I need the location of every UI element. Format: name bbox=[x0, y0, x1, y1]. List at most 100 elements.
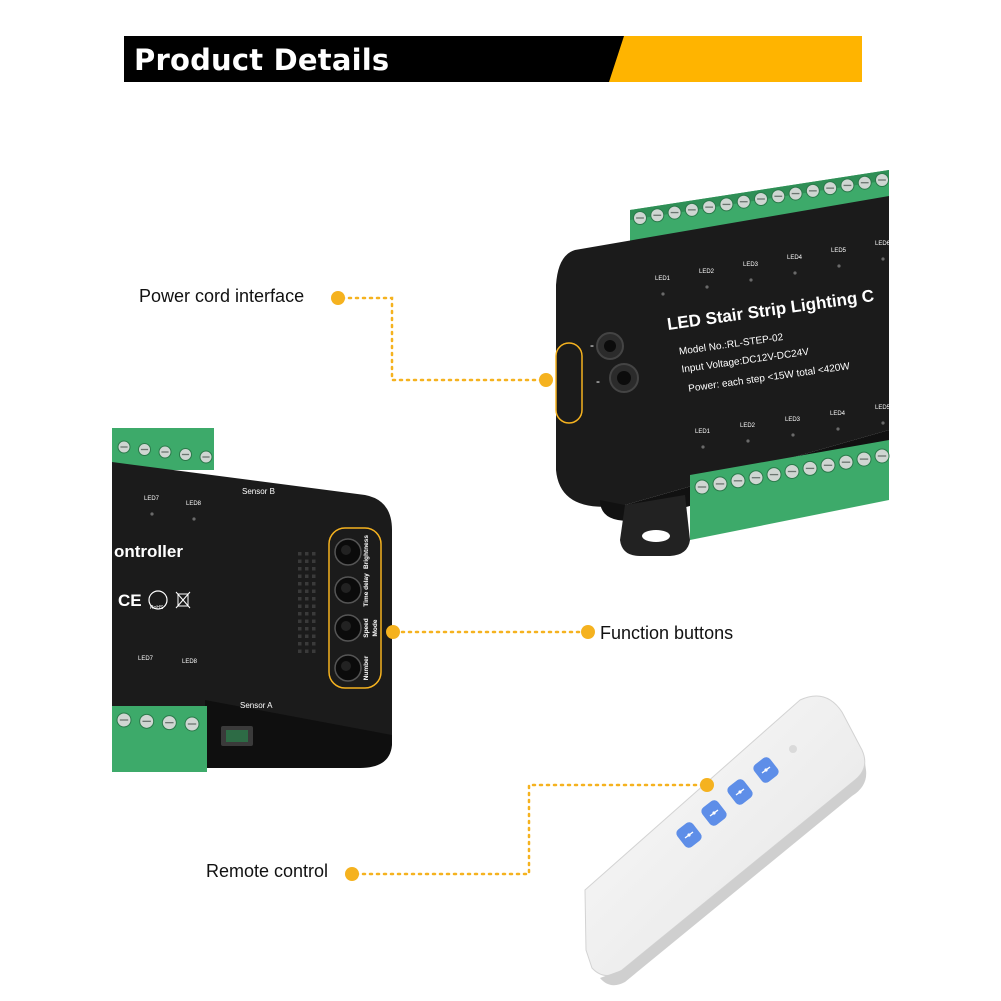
terminal-screw bbox=[823, 181, 838, 196]
sensor-a-port bbox=[221, 726, 253, 746]
terminal-screw bbox=[650, 208, 665, 223]
terminal-screw bbox=[802, 460, 818, 476]
terminal-strip-top-left bbox=[112, 428, 214, 470]
ce-mark: CE bbox=[118, 591, 142, 610]
led-indicator bbox=[836, 427, 840, 431]
svg-text:RoHS: RoHS bbox=[150, 605, 164, 611]
function-button-label: Brightness bbox=[363, 535, 370, 569]
number-button[interactable]: Number bbox=[334, 654, 370, 682]
time-delay-button[interactable]: Time delay bbox=[334, 573, 370, 607]
terminal-screw bbox=[719, 197, 734, 212]
mounting-tab bbox=[620, 495, 690, 556]
led-label: LED7 bbox=[144, 496, 160, 502]
led-indicator bbox=[150, 512, 154, 516]
callout-power-cord-interface: Power cord interface bbox=[139, 286, 305, 306]
led-indicator bbox=[192, 517, 196, 521]
led-label: LED1 bbox=[695, 429, 711, 435]
led-indicator bbox=[793, 271, 797, 275]
terminal-screw bbox=[748, 470, 764, 486]
controller-left-body bbox=[112, 462, 392, 767]
led-label: LED8 bbox=[182, 659, 198, 665]
terminal-screw bbox=[138, 443, 151, 456]
terminal-screw bbox=[736, 194, 751, 209]
terminal-screw bbox=[840, 178, 855, 193]
terminal-screw bbox=[184, 716, 200, 732]
led-label: LED2 bbox=[699, 269, 715, 275]
header-background bbox=[124, 36, 862, 82]
led-label: LED5 bbox=[875, 405, 891, 411]
weee-bin-icon bbox=[175, 591, 191, 609]
callout-dots bbox=[331, 291, 714, 881]
sensor-knob-top bbox=[596, 332, 624, 360]
terminal-screw bbox=[702, 200, 717, 215]
brightness-button[interactable]: Brightness bbox=[334, 535, 370, 569]
terminal-screw bbox=[117, 440, 131, 454]
led-indicator bbox=[749, 278, 753, 282]
sensor-knob-bottom bbox=[609, 363, 639, 393]
terminal-screw bbox=[199, 450, 213, 464]
terminal-screw bbox=[161, 715, 177, 731]
led-label: LED3 bbox=[785, 417, 801, 423]
terminal-screw bbox=[179, 448, 192, 461]
minus-mark-bottom: - bbox=[596, 374, 600, 388]
callout-lines bbox=[340, 296, 708, 876]
led-label: LED5 bbox=[831, 248, 847, 254]
led-indicator bbox=[837, 264, 841, 268]
led-label: LED3 bbox=[743, 262, 759, 268]
function-button-label: Mode bbox=[372, 619, 379, 636]
terminal-screw bbox=[820, 457, 836, 473]
led-label: LED2 bbox=[740, 423, 756, 429]
sensor-a-label: Sensor A bbox=[240, 701, 273, 710]
remote-button-2[interactable] bbox=[699, 798, 728, 828]
led-label: LED4 bbox=[787, 255, 803, 261]
callout-function-buttons: Function buttons bbox=[600, 623, 734, 643]
callout-dot-remote-a bbox=[345, 867, 359, 881]
controller-left: Sensor B Sensor A ontroller CE RoHS LED7… bbox=[112, 428, 392, 772]
terminal-screw bbox=[788, 186, 803, 201]
terminal-screw bbox=[139, 713, 155, 729]
terminal-strip-bottom-left bbox=[112, 706, 207, 772]
terminal-screw bbox=[766, 467, 782, 483]
terminal-screw bbox=[805, 183, 820, 198]
terminal-screw bbox=[694, 479, 710, 495]
remote-indicator-light bbox=[789, 745, 797, 753]
led-label: LED8 bbox=[186, 501, 202, 507]
terminal-screw bbox=[158, 445, 172, 459]
terminal-strip-bottom-right bbox=[690, 440, 890, 540]
terminal-screw bbox=[838, 454, 854, 470]
terminal-screw bbox=[684, 202, 699, 217]
terminal-screw bbox=[771, 189, 786, 204]
callout-dot-func-b bbox=[581, 625, 595, 639]
led-label: LED6 bbox=[875, 241, 891, 247]
controller-right: - - LED Stair Strip Lighting C Model No.… bbox=[556, 170, 891, 556]
remote-control bbox=[584, 695, 867, 986]
callout-line-remote-control bbox=[354, 783, 708, 876]
remote-button-1[interactable] bbox=[674, 820, 703, 850]
led-indicator bbox=[881, 421, 885, 425]
section-header: Product Details bbox=[124, 36, 862, 82]
terminal-screw bbox=[856, 451, 872, 467]
terminal-screw bbox=[730, 473, 746, 489]
section-title: Product Details bbox=[134, 43, 390, 77]
terminal-screw bbox=[754, 192, 768, 206]
function-button-label: Speed bbox=[363, 618, 370, 638]
led-indicator bbox=[746, 439, 750, 443]
remote-button-3[interactable] bbox=[725, 777, 754, 807]
controller-left-title: ontroller bbox=[114, 542, 183, 561]
remote-button-4[interactable] bbox=[751, 755, 780, 785]
minus-mark-top: - bbox=[590, 338, 594, 352]
terminal-screw bbox=[857, 175, 872, 190]
led-indicator bbox=[791, 433, 795, 437]
terminal-screw bbox=[875, 173, 889, 187]
terminal-screw bbox=[712, 476, 728, 492]
callout-dot-power-a bbox=[331, 291, 345, 305]
led-label: LED4 bbox=[830, 411, 846, 417]
callout-dot-func-a bbox=[386, 625, 400, 639]
callout-dot-remote-b bbox=[700, 778, 714, 792]
callout-dot-power-b bbox=[539, 373, 553, 387]
terminal-screw bbox=[116, 712, 132, 728]
led-indicator bbox=[701, 445, 705, 449]
